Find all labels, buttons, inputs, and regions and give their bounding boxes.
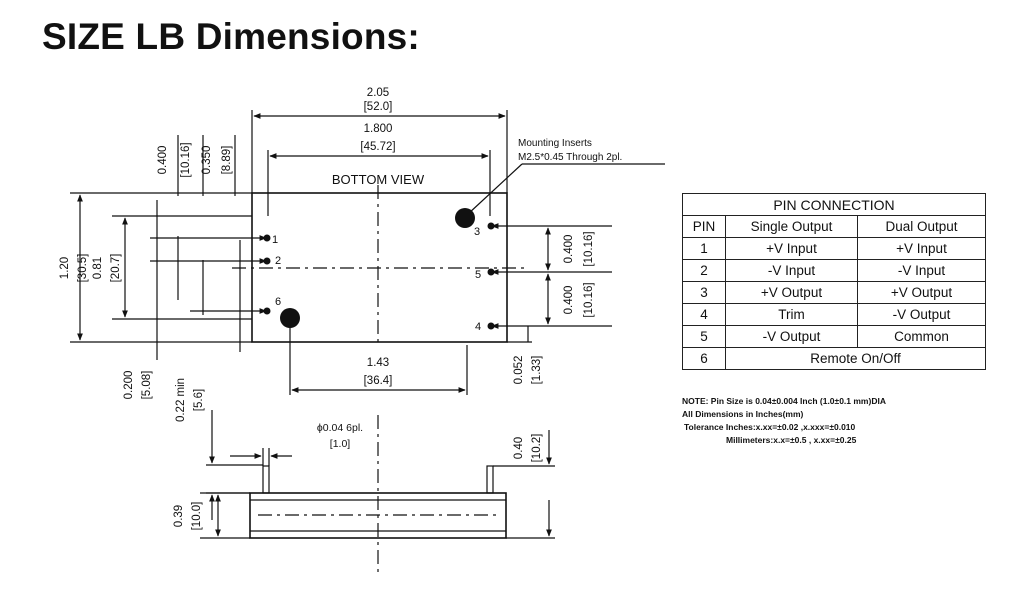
pin-label-1: 1 <box>272 234 278 246</box>
pin-1-marker <box>263 234 271 242</box>
dim-height: 1.20 <box>59 257 71 279</box>
dim-right-0400-a: 0.400 <box>563 235 575 264</box>
dim-039-mm: [10.0] <box>191 502 203 531</box>
table-row: 4 Trim -V Output <box>682 303 986 326</box>
mounting-insert-bottom-left <box>280 308 300 328</box>
table-cell: -V Input <box>857 259 986 282</box>
dim-overall-width: 2.05 <box>367 87 389 99</box>
dim-pin-dia: ϕ0.04 6pl. <box>317 422 363 434</box>
dim-right-0400-b-mm: [10.16] <box>583 282 595 317</box>
pin-5-marker <box>487 268 495 276</box>
pin-label-4: 4 <box>475 321 481 333</box>
header-dual-output: Dual Output <box>857 215 986 238</box>
page-title: SIZE LB Dimensions: <box>42 16 420 57</box>
table-cell: 4 <box>682 303 726 326</box>
side-pin-left <box>262 465 270 494</box>
dim-right-0400-a-mm: [10.16] <box>583 231 595 266</box>
table-cell: 1 <box>682 237 726 260</box>
note-line: NOTE: Pin Size is 0.04±0.004 Inch (1.0±0… <box>682 396 886 406</box>
dim-height-mm: [30.5] <box>77 254 89 283</box>
table-cell: -V Input <box>725 259 858 282</box>
dim-040-mm: [10.2] <box>531 434 543 463</box>
side-view-body <box>249 492 507 539</box>
table-row: 1 +V Input +V Input <box>682 237 986 260</box>
dim-081: 0.81 <box>92 257 104 279</box>
table-row: 2 -V Input -V Input <box>682 259 986 282</box>
table-cell: 5 <box>682 325 726 348</box>
mounting-note-line1: Mounting Inserts <box>518 138 592 149</box>
side-pin-right <box>486 465 494 494</box>
table-cell: 2 <box>682 259 726 282</box>
dim-0350: 0.350 <box>201 146 213 175</box>
table-cell: +V Input <box>857 237 986 260</box>
view-label: BOTTOM VIEW <box>332 172 425 187</box>
table-cell: 3 <box>682 281 726 304</box>
note-line: All Dimensions in Inches(mm) <box>682 409 804 419</box>
pin-6-marker <box>263 307 271 315</box>
table-cell: -V Output <box>725 325 858 348</box>
table-row: 5 -V Output Common <box>682 325 986 348</box>
table-cell: -V Output <box>857 303 986 326</box>
dim-0350-mm: [8.89] <box>221 146 233 175</box>
dim-right-0400-b: 0.400 <box>563 286 575 315</box>
dim-mount-spacing-mm: [45.72] <box>360 141 395 153</box>
pin-label-5: 5 <box>475 269 481 281</box>
mounting-note-line2: M2.5*0.45 Through 2pl. <box>518 152 622 163</box>
table-cell: Trim <box>725 303 858 326</box>
dim-overall-width-mm: [52.0] <box>364 101 393 113</box>
table-cell: +V Output <box>857 281 986 304</box>
header-pin: PIN <box>682 215 726 238</box>
table-row: 3 +V Output +V Output <box>682 281 986 304</box>
dim-0052: 0.052 <box>513 356 525 385</box>
dim-0200: 0.200 <box>123 371 135 400</box>
dim-143: 1.43 <box>367 357 389 369</box>
table-caption: PIN CONNECTION <box>682 193 986 216</box>
dim-143-mm: [36.4] <box>364 375 393 387</box>
table-cell: Common <box>857 325 986 348</box>
pin-connection-table: PIN CONNECTION PIN Single Output Dual Ou… <box>682 193 986 370</box>
dim-pin-dia-mm: [1.0] <box>330 438 351 450</box>
note-line: Tolerance Inches:x.xx=±0.02 ,x.xxx=±0.01… <box>684 422 856 432</box>
pin-3-marker <box>487 222 495 230</box>
dim-040: 0.40 <box>513 437 525 459</box>
dim-mount-spacing: 1.800 <box>364 123 393 135</box>
table-cell: Remote On/Off <box>725 347 986 370</box>
table-cell: +V Input <box>725 237 858 260</box>
table-cell: +V Output <box>725 281 858 304</box>
dim-0200-mm: [5.08] <box>141 371 153 400</box>
dim-0400-top-mm: [10.16] <box>180 142 192 177</box>
dim-0400-top: 0.400 <box>157 146 169 175</box>
dim-081-mm: [20.7] <box>110 254 122 283</box>
dim-039: 0.39 <box>173 505 185 527</box>
pin-label-2: 2 <box>275 255 281 267</box>
pin-2-marker <box>263 257 271 265</box>
table-cell: 6 <box>682 347 726 370</box>
pin-label-3: 3 <box>474 226 480 238</box>
notes-block: NOTE: Pin Size is 0.04±0.004 Inch (1.0±0… <box>682 395 886 447</box>
pin-label-6: 6 <box>275 296 281 308</box>
dim-0052-mm: [1.33] <box>531 356 543 385</box>
dim-022: 0.22 min <box>175 378 187 422</box>
table-row: 6 Remote On/Off <box>682 347 986 370</box>
note-line: Millimeters:x.x=±0.5 , x.xx=±0.25 <box>726 435 857 445</box>
header-single-output: Single Output <box>725 215 858 238</box>
mounting-insert-top-right <box>455 208 475 228</box>
dim-022-mm: [5.6] <box>193 389 205 411</box>
pin-4-marker <box>487 322 495 330</box>
